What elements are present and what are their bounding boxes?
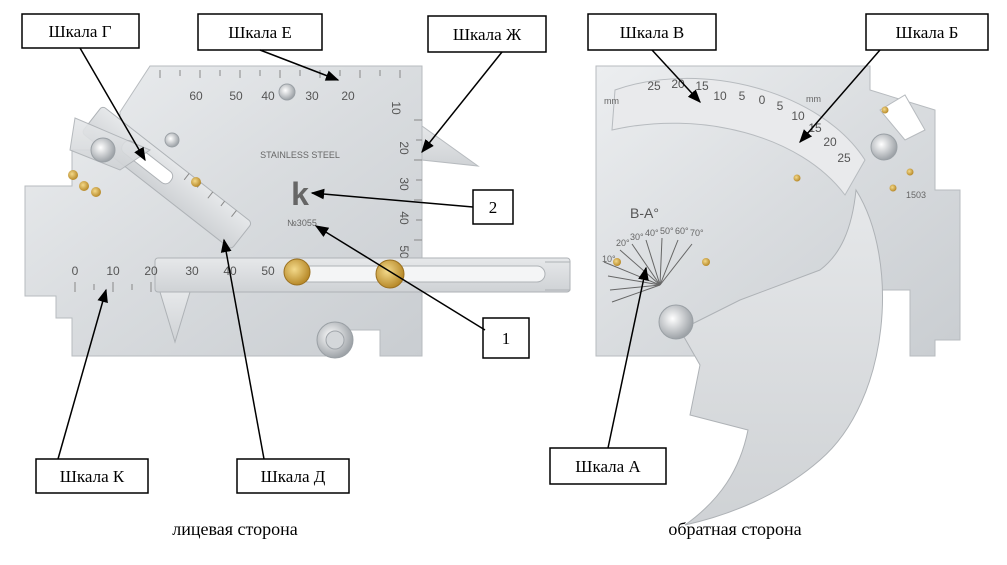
right-scale-50: 50 xyxy=(397,245,411,259)
serial-number-front: №3055 xyxy=(287,218,317,228)
back-gauge: 25 20 15 10 5 0 5 10 15 20 25 mm mm 1503… xyxy=(595,65,961,526)
svg-text:Шкала А: Шкала А xyxy=(575,457,641,476)
label-scale-zh: Шкала Ж xyxy=(427,15,547,53)
top-scale-40: 40 xyxy=(261,89,275,103)
arc-scale-20-left: 20 xyxy=(671,77,685,91)
svg-text:Шкала Б: Шкала Б xyxy=(896,23,959,42)
svg-text:Шкала В: Шкала В xyxy=(620,23,684,42)
stainless-steel-engraving: STAINLESS STEEL xyxy=(260,150,340,160)
arc-scale-25-right: 25 xyxy=(837,151,851,165)
bottom-ticks xyxy=(74,282,152,292)
serial-number-back: 1503 xyxy=(906,190,926,200)
front-right-ticks xyxy=(414,119,422,241)
svg-text:Шкала Ж: Шкала Ж xyxy=(453,25,522,44)
top-scale-10: 10 xyxy=(389,101,403,115)
svg-text:Шкала Е: Шкала Е xyxy=(228,23,292,42)
logo-k: k xyxy=(291,176,309,212)
svg-text:Шкала Д: Шкала Д xyxy=(261,467,326,486)
arc-scale-25-left: 25 xyxy=(647,79,661,93)
angle-fan-lines xyxy=(603,237,693,303)
bottom-scale-20: 20 xyxy=(144,264,158,278)
arc-scale-5-right: 5 xyxy=(777,99,784,113)
angle-20: 20° xyxy=(616,238,630,248)
top-scale-30: 30 xyxy=(305,89,319,103)
back-caption: обратная сторона xyxy=(668,519,801,539)
angle-30: 30° xyxy=(630,232,644,242)
angle-60: 60° xyxy=(675,226,689,236)
label-scale-b: Шкала Б xyxy=(865,13,989,51)
angle-70: 70° xyxy=(690,228,704,238)
arc-scale-0: 0 xyxy=(759,93,766,107)
label-number-1: 1 xyxy=(482,317,530,359)
arc-scale-10-left: 10 xyxy=(713,89,727,103)
angle-10: 10° xyxy=(602,254,616,264)
svg-text:Шкала К: Шкала К xyxy=(60,467,125,486)
bottom-scale-0: 0 xyxy=(72,264,79,278)
arc-scale-5-left: 5 xyxy=(739,89,746,103)
label-number-2: 2 xyxy=(472,189,514,225)
front-gauge: 60 50 40 30 20 10 20 30 40 50 STAINLESS … xyxy=(24,65,571,359)
svg-text:Шкала Г: Шкала Г xyxy=(49,22,112,41)
unit-mm-right: mm xyxy=(806,94,821,104)
arc-scale-15-left: 15 xyxy=(695,79,709,93)
label-scale-d: Шкала Д xyxy=(236,458,350,494)
arc-scale-20-right: 20 xyxy=(823,135,837,149)
right-scale-20: 20 xyxy=(397,141,411,155)
label-scale-v: Шкала В xyxy=(587,13,717,51)
right-scale-30: 30 xyxy=(397,177,411,191)
angle-50: 50° xyxy=(660,226,674,236)
angle-40: 40° xyxy=(645,228,659,238)
label-scale-e: Шкала Е xyxy=(197,13,323,51)
svg-text:1: 1 xyxy=(502,329,511,348)
front-top-ticks xyxy=(159,70,401,78)
top-scale-50: 50 xyxy=(229,89,243,103)
right-scale-40: 40 xyxy=(397,211,411,225)
label-scale-k: Шкала К xyxy=(35,458,149,494)
arc-scale-15-right: 15 xyxy=(808,121,822,135)
bottom-scale-30: 30 xyxy=(185,264,199,278)
svg-text:2: 2 xyxy=(489,198,498,217)
front-caption: лицевая сторона xyxy=(172,519,298,539)
top-scale-20: 20 xyxy=(341,89,355,103)
label-scale-g: Шкала Г xyxy=(21,13,140,49)
bottom-scale-50: 50 xyxy=(261,264,275,278)
label-scale-a: Шкала А xyxy=(549,447,667,485)
top-scale-60: 60 xyxy=(189,89,203,103)
arc-scale-10-right: 10 xyxy=(791,109,805,123)
bottom-scale-10: 10 xyxy=(106,264,120,278)
unit-mm-left: mm xyxy=(604,96,619,106)
angle-scale-title: B-A° xyxy=(630,205,659,221)
